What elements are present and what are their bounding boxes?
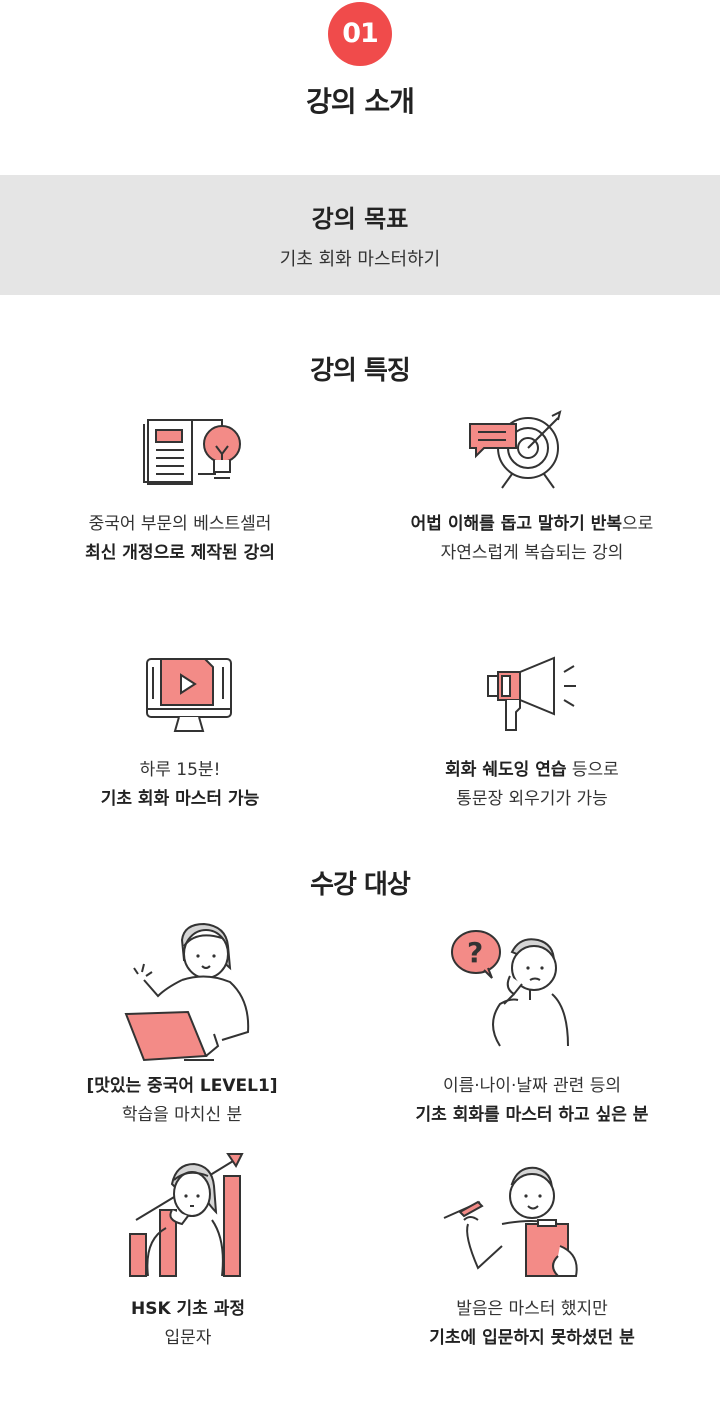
- target-3-line2: 입문자: [164, 1328, 212, 1348]
- video-monitor-icon: [143, 655, 235, 739]
- person-growth-chart-icon: [126, 1150, 246, 1286]
- target-caption-1: [맛있는 중국어 LEVEL1] 학습을 마치신 분: [2, 1072, 362, 1130]
- targets-title: 수강 대상: [310, 870, 411, 900]
- feature-caption-1: 중국어 부문의 베스트셀러 최신 개정으로 제작된 강의: [0, 510, 360, 568]
- person-laptop-icon: [122, 920, 258, 1070]
- person-writing-icon: [440, 1162, 584, 1284]
- target-caption-2: 이름·나이·날짜 관련 등의 기초 회화를 마스터 하고 싶은 분: [352, 1072, 712, 1130]
- feature-4-line1-rest: 등으로: [566, 760, 619, 780]
- feature-4-line1-bold: 회화 쉐도잉 연습: [445, 760, 567, 780]
- target-2-line2: 기초 회화를 마스터 하고 싶은 분: [415, 1105, 649, 1125]
- section-number-badge: 01: [328, 2, 392, 66]
- feature-2-line1-bold: 어법 이해를 돕고 말하기 반복: [410, 514, 623, 534]
- feature-2-line1-rest: 으로: [622, 514, 654, 534]
- target-2-line1: 이름·나이·날짜 관련 등의: [442, 1076, 621, 1096]
- feature-1-line1: 중국어 부문의 베스트셀러: [88, 514, 272, 534]
- feature-3-line1: 하루 15분!: [139, 760, 221, 780]
- feature-caption-4: 회화 쉐도잉 연습 등으로 통문장 외우기가 가능: [352, 756, 712, 814]
- feature-caption-2: 어법 이해를 돕고 말하기 반복으로 자연스럽게 복습되는 강의: [352, 510, 712, 568]
- target-1-line2: 학습을 마치신 분: [121, 1105, 243, 1125]
- features-title: 강의 특징: [310, 356, 411, 386]
- goal-box: 강의 목표 기초 회화 마스터하기: [0, 175, 720, 295]
- target-3-line1: HSK 기초 과정: [130, 1299, 246, 1319]
- target-speech-icon: [466, 410, 566, 496]
- feature-3-line2: 기초 회화 마스터 가능: [100, 789, 260, 809]
- target-4-line2: 기초에 입문하지 못하셨던 분: [429, 1328, 635, 1348]
- book-lightbulb-icon: [140, 412, 250, 492]
- megaphone-icon: [484, 652, 580, 738]
- target-caption-3: HSK 기초 과정 입문자: [8, 1295, 368, 1353]
- feature-4-line2: 통문장 외우기가 가능: [456, 789, 608, 809]
- feature-caption-3: 하루 15분! 기초 회화 마스터 가능: [0, 756, 360, 814]
- svg-text:?: ?: [467, 936, 483, 969]
- goal-title: 강의 목표: [311, 205, 409, 233]
- goal-text: 기초 회화 마스터하기: [279, 249, 441, 270]
- page-title: 강의 소개: [306, 85, 415, 118]
- feature-2-line2: 자연스럽게 복습되는 강의: [440, 543, 624, 563]
- person-question-icon: ?: [448, 928, 574, 1054]
- feature-1-line2: 최신 개정으로 제작된 강의: [85, 543, 275, 563]
- target-caption-4: 발음은 마스터 했지만 기초에 입문하지 못하셨던 분: [352, 1295, 712, 1353]
- target-4-line1: 발음은 마스터 했지만: [456, 1299, 608, 1319]
- target-1-line1: [맛있는 중국어 LEVEL1]: [86, 1076, 278, 1096]
